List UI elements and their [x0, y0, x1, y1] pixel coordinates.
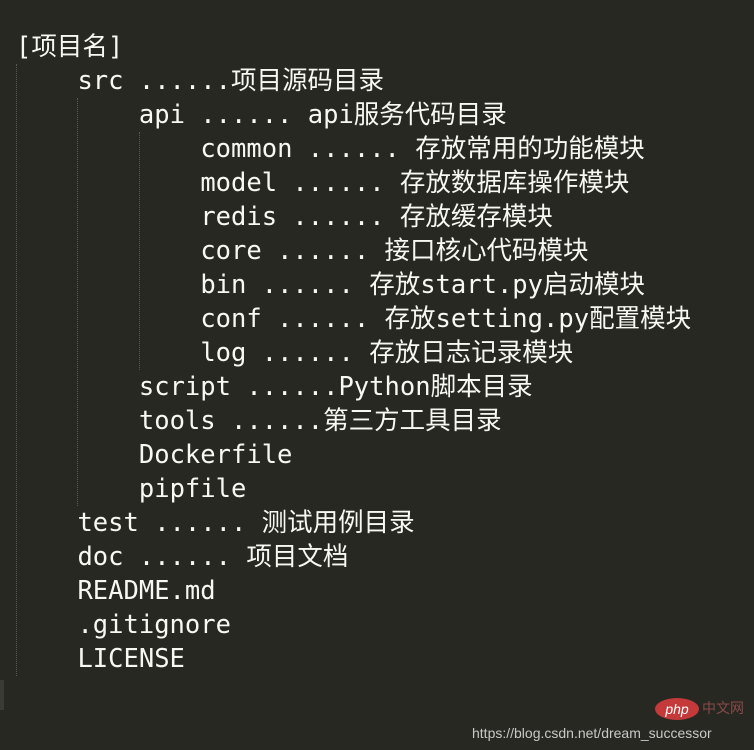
code-line: .gitignore: [77, 610, 231, 640]
indent-guide: [138, 132, 140, 370]
code-line: log ...... 存放日志记录模块: [200, 338, 574, 368]
code-line: api ...... api服务代码目录: [138, 100, 507, 130]
code-line: model ...... 存放数据库操作模块: [200, 168, 630, 198]
code-line: README.md: [77, 576, 216, 606]
code-line: core ...... 接口核心代码模块: [200, 236, 589, 266]
code-line: [项目名]: [16, 32, 124, 62]
code-line: doc ...... 项目文档: [77, 542, 349, 572]
code-line: common ...... 存放常用的功能模块: [200, 134, 645, 164]
code-line: redis ...... 存放缓存模块: [200, 202, 553, 232]
code-line: conf ...... 存放setting.py配置模块: [200, 304, 692, 334]
indent-guide: [77, 98, 79, 506]
code-line: Dockerfile: [138, 440, 293, 470]
watermark-url: https://blog.csdn.net/dream_successor: [472, 725, 712, 741]
code-line: pipfile: [138, 474, 247, 504]
code-line: tools ......第三方工具目录: [138, 406, 502, 436]
code-line: bin ...... 存放start.py启动模块: [200, 270, 646, 300]
code-line: LICENSE: [77, 644, 185, 674]
indent-guide: [16, 64, 17, 676]
code-line: script ......Python脚本目录: [138, 372, 533, 402]
code-line: src ......项目源码目录: [77, 66, 384, 96]
cursor-line-marker: [0, 680, 4, 710]
php-logo-suffix: 中文网: [702, 701, 744, 717]
php-logo: php: [655, 698, 699, 720]
code-line: test ...... 测试用例目录: [77, 508, 415, 538]
